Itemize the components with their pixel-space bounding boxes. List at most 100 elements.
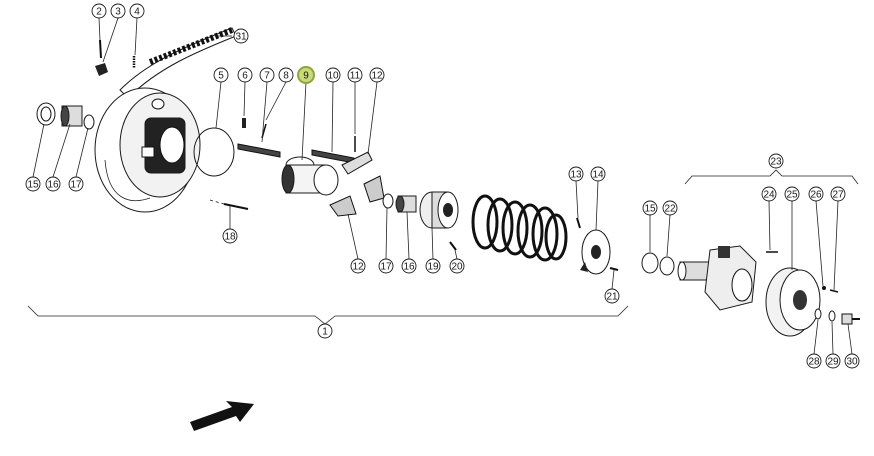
callout-c17a: 17 xyxy=(68,176,84,192)
callout-number: 16 xyxy=(47,180,59,191)
callout-circle xyxy=(784,186,800,202)
callout-circle xyxy=(425,258,441,274)
callout-circle xyxy=(401,258,417,274)
callout-c24: 24 xyxy=(761,186,777,202)
bolt-30 xyxy=(841,313,860,325)
callout-number: 4 xyxy=(134,7,140,18)
compression-spring xyxy=(471,194,568,262)
washer-28 xyxy=(814,308,822,320)
callout-circle xyxy=(568,166,584,182)
callout-number: 2 xyxy=(96,7,102,18)
callout-number: 20 xyxy=(451,262,463,273)
callout-c27: 27 xyxy=(830,186,846,202)
callout-c18: 18 xyxy=(222,228,238,244)
callout-c13: 13 xyxy=(568,166,584,182)
pin-20 xyxy=(449,241,457,251)
callout-circle xyxy=(237,67,253,83)
callout-number: 28 xyxy=(808,357,820,368)
callout-number: 31 xyxy=(235,32,247,43)
callout-circle xyxy=(91,3,107,19)
callout-number: 6 xyxy=(242,71,248,82)
screw-parts-2-3-4 xyxy=(95,39,136,76)
shoe-lower xyxy=(329,195,357,217)
flange-plate-14 xyxy=(580,229,611,275)
key-7 xyxy=(237,143,281,158)
screw-13 xyxy=(576,217,581,229)
callout-c3: 3 xyxy=(110,3,126,19)
callout-circle xyxy=(761,186,777,202)
callout-number: 19 xyxy=(427,262,439,273)
callout-c20: 20 xyxy=(449,258,465,274)
callout-circle xyxy=(68,176,84,192)
callout-number: 12 xyxy=(352,262,364,273)
callout-c31: 31 xyxy=(233,28,249,44)
key-10 xyxy=(311,149,355,164)
callout-number: 22 xyxy=(664,204,676,215)
hub-19 xyxy=(419,191,459,229)
callout-circle xyxy=(825,353,841,369)
callout-number: 13 xyxy=(570,170,582,181)
callout-circle xyxy=(347,67,363,83)
callout-c23: 23 xyxy=(768,153,784,169)
callout-number: 24 xyxy=(763,190,775,201)
callout-circle xyxy=(350,258,366,274)
callout-number: 12 xyxy=(371,71,383,82)
callout-circle xyxy=(369,67,385,83)
callout-c30: 30 xyxy=(844,353,860,369)
pin-21 xyxy=(609,267,619,271)
callout-circle xyxy=(806,353,822,369)
callout-c19: 19 xyxy=(425,258,441,274)
drive-belt xyxy=(119,27,237,99)
callout-number: 8 xyxy=(283,71,289,82)
callout-c26: 26 xyxy=(808,186,824,202)
callout-number: 29 xyxy=(827,357,839,368)
assembly-1-bracket xyxy=(27,305,629,325)
callout-number: 15 xyxy=(644,204,656,215)
washer-29 xyxy=(828,310,836,322)
callout-circle xyxy=(830,186,846,202)
callout-number: 18 xyxy=(224,232,236,243)
callout-c5: 5 xyxy=(213,67,229,83)
callout-c16a: 16 xyxy=(45,176,61,192)
part-26 xyxy=(822,286,826,290)
main-pulley xyxy=(94,87,201,213)
bushing-16 xyxy=(395,195,417,213)
callout-number: 1 xyxy=(322,327,328,338)
callout-circle xyxy=(110,3,126,19)
callout-c9: 9 xyxy=(297,66,315,84)
callout-circle xyxy=(325,67,341,83)
callout-c22: 22 xyxy=(662,200,678,216)
callout-circle xyxy=(378,258,394,274)
callout-number: 26 xyxy=(810,190,822,201)
leader-lines xyxy=(32,17,853,355)
callout-c25: 25 xyxy=(784,186,800,202)
callout-c21: 21 xyxy=(604,288,620,304)
callout-c14: 14 xyxy=(590,166,606,182)
callout-circle xyxy=(297,66,315,84)
callout-circle xyxy=(45,176,61,192)
callout-number: 9 xyxy=(303,71,309,82)
callout-circle xyxy=(642,200,658,216)
callout-number: 3 xyxy=(115,7,121,18)
callout-number: 15 xyxy=(27,180,39,191)
callout-c8: 8 xyxy=(278,67,294,83)
small-screw xyxy=(242,118,246,128)
callout-c29: 29 xyxy=(825,353,841,369)
callout-c7: 7 xyxy=(259,67,275,83)
callout-number: 11 xyxy=(350,71,361,82)
callout-circle xyxy=(662,200,678,216)
callout-circle xyxy=(213,67,229,83)
callout-circle xyxy=(808,186,824,202)
ring-15-right xyxy=(641,252,659,274)
callout-c12b: 12 xyxy=(350,258,366,274)
callout-c4: 4 xyxy=(129,3,145,19)
callout-c16b: 16 xyxy=(401,258,417,274)
callout-c17b: 17 xyxy=(378,258,394,274)
callout-c28: 28 xyxy=(806,353,822,369)
callout-number: 30 xyxy=(846,357,858,368)
disc-25 xyxy=(765,267,821,337)
callout-circle xyxy=(590,166,606,182)
